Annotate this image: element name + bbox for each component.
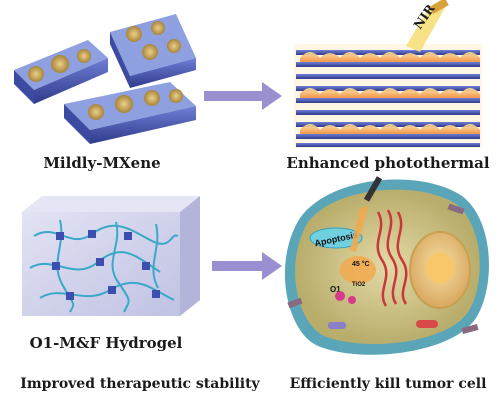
caption-mildly-mxene: Mildly-MXene [43,154,160,172]
caption-o1-mf-hydrogel: O1-M&F Hydrogel [30,334,183,352]
apoptosis-body [309,227,363,249]
endoplasmic-reticulum [376,209,408,307]
caption-kill-tumor-cell: Efficiently kill tumor cell [290,376,487,392]
extracellular-flake [447,203,465,215]
crosslink-nodes [52,230,160,300]
heat-flames [300,52,480,134]
process-arrow [212,252,282,280]
nanoparticles [28,21,183,120]
process-arrow [204,82,282,110]
extracellular-flake [461,324,479,334]
mxene-flakes-illustration [14,14,196,144]
organelle [348,296,356,304]
o1-label: O1 [330,285,341,294]
tumor-cell-illustration: Apoptosis 45 °C O1 TiO2 [284,176,489,355]
extracellular-flake [287,297,303,309]
hydrogel-network-illustration [22,196,200,316]
caption-enhanced-photothermal: Enhanced photothermal [286,154,489,172]
nucleolus [426,252,454,284]
vesicle [328,322,346,329]
temperature-label: 45 °C [352,260,370,268]
heated-zone [340,256,376,284]
nir-laser-beam [406,0,449,52]
stacked-mxene-layers: NIR [294,0,482,148]
tio2-label: TiO2 [352,282,366,288]
nir-laser-pointer [350,176,383,252]
organelle [335,291,345,301]
mitochondrion [416,320,438,328]
caption-improved-stability: Improved therapeutic stability [20,376,260,392]
